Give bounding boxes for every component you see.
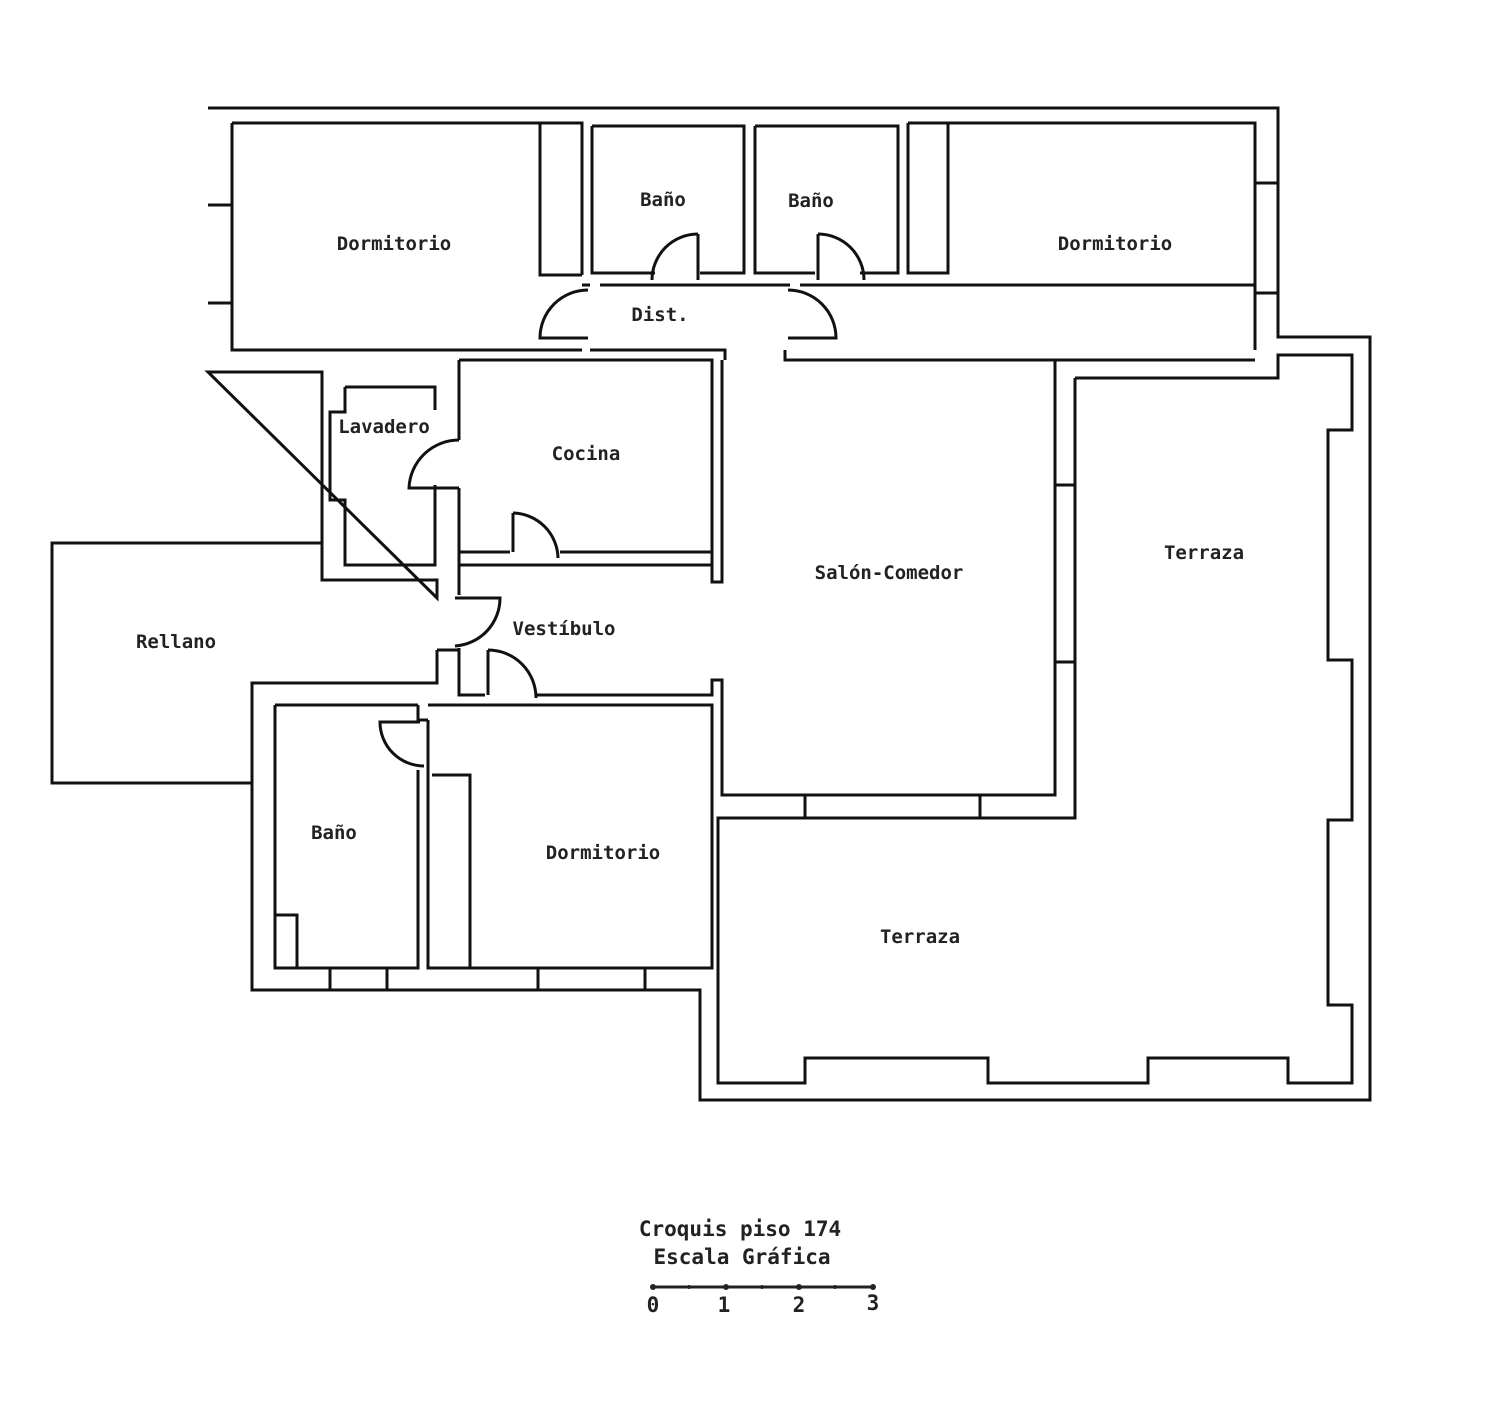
door-arc: [650, 232, 700, 281]
wall-dormitorio-bottom: [416, 703, 714, 990]
room-label-bano: Baño: [788, 190, 834, 212]
room-label-dormitorio: Dormitorio: [545, 842, 661, 864]
wall-cocina: [457, 358, 724, 584]
caption-subtitle: Escala Gráfica: [653, 1245, 831, 1269]
wall-dormitorio-tl: [208, 121, 582, 352]
room-label-bano: Baño: [640, 189, 686, 211]
wall-bano-bottom: [273, 703, 420, 990]
door-arc: [486, 648, 538, 699]
wall-bano-1: [590, 124, 746, 275]
door-arc: [454, 596, 502, 648]
scale-tick-label: 3: [866, 1291, 880, 1315]
door-arc: [787, 288, 838, 340]
rellano-outline: [50, 541, 322, 785]
room-label-rellano: Rellano: [135, 631, 217, 653]
room-label-cocina: Cocina: [551, 443, 621, 465]
room-label-terraza: Terraza: [1163, 542, 1245, 564]
room-label-dist: Dist.: [631, 304, 689, 326]
scale-tick-label: 0: [646, 1293, 660, 1317]
outer-wall: [204, 106, 1372, 1102]
room-label-salon-comedor: Salón-Comedor: [814, 562, 964, 584]
scale-bar-ticks: [650, 1284, 876, 1290]
closet-wall: [540, 121, 584, 275]
door-arc: [816, 232, 866, 281]
wall-terraza: [716, 353, 1354, 1085]
room-label-dormitorio: Dormitorio: [1057, 233, 1173, 255]
window: [803, 483, 1077, 817]
door-arc: [378, 720, 425, 768]
door-arc: [407, 438, 460, 490]
room-label-terraza: Terraza: [879, 926, 961, 948]
door-arc: [511, 511, 560, 559]
wall-bano-2: [753, 124, 900, 275]
scale-tick-label: 1: [717, 1293, 731, 1317]
room-label-lavadero: Lavadero: [338, 416, 430, 438]
wall-dormitorio-tr: [906, 121, 1278, 350]
room-label-vestibulo: Vestíbulo: [512, 618, 616, 640]
room-label-dormitorio: Dormitorio: [336, 233, 452, 255]
door-arc: [538, 288, 589, 340]
wall-lavadero: [328, 385, 437, 567]
room-label-bano: Baño: [311, 822, 357, 844]
wall-vestibulo: [437, 358, 1057, 797]
wall-dist: [582, 283, 1255, 362]
scale-tick-label: 2: [792, 1293, 806, 1317]
caption-title: Croquis piso 174: [638, 1217, 842, 1241]
